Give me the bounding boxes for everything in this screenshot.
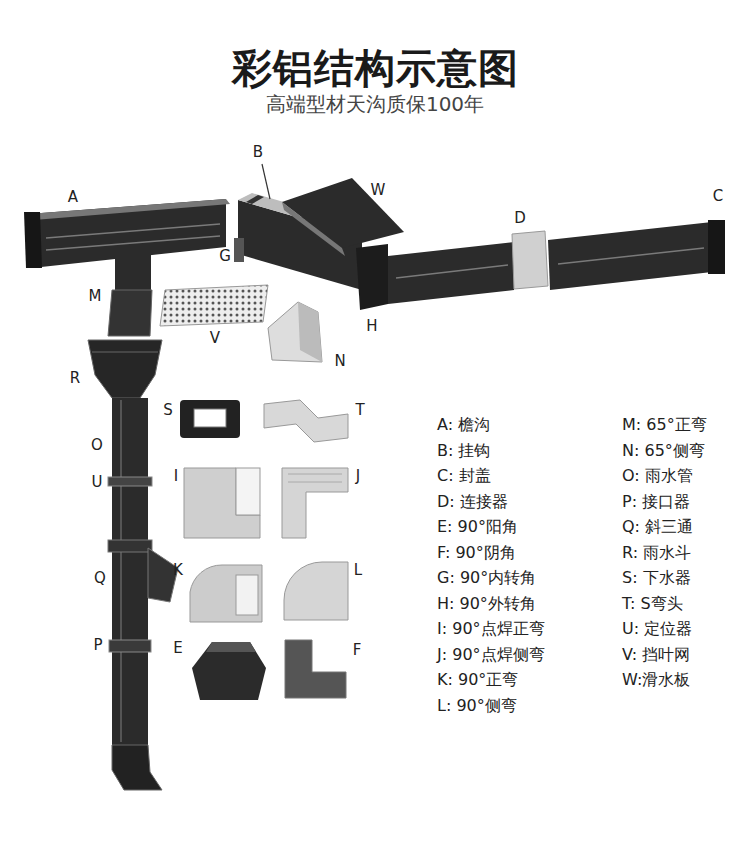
parts-key-entry: W:滑水板 (622, 670, 690, 689)
end-cap (24, 212, 42, 268)
drain-fitting (180, 400, 240, 438)
pipe-highlight (120, 400, 122, 742)
rain-hopper (88, 340, 162, 398)
inner-angle (285, 640, 346, 698)
callout-letter: I (174, 467, 178, 485)
outer-corner (356, 244, 388, 310)
end-cap (708, 220, 725, 274)
gutter-hook (246, 195, 264, 204)
parts-key-entry: K: 90°正弯 (437, 670, 518, 689)
hopper-edge (92, 352, 158, 353)
inner-corner (234, 238, 244, 262)
parts-key-entry: P: 接口器 (622, 492, 690, 511)
callout-letter: W (371, 181, 386, 199)
callout-letter: R (70, 369, 80, 387)
elbow-65 (108, 290, 152, 336)
drain-opening (194, 409, 226, 427)
bend-opening (236, 575, 258, 615)
pipe-outlet (112, 745, 162, 790)
parts-key-entry: E: 90°阳角 (437, 517, 518, 536)
parts-key-entry: J: 90°点焊侧弯 (437, 645, 545, 664)
parts-key-entry: I: 90°点焊正弯 (437, 619, 545, 638)
parts-key-entry: U: 定位器 (622, 619, 692, 638)
callout-letter: D (514, 209, 526, 227)
callout-letter: C (713, 187, 723, 205)
callout-letter: V (210, 329, 220, 347)
callout-letter: L (354, 561, 362, 579)
parts-key-entry: B: 挂钩 (437, 441, 490, 460)
gutter-groove (46, 224, 220, 238)
gutter-connector (512, 231, 548, 289)
gutter-lip (28, 199, 230, 220)
gutter-groove (558, 248, 704, 264)
parts-key-entry: Q: 斜三通 (622, 517, 693, 536)
callout-letter: P (93, 636, 102, 654)
callout-letter: M (89, 287, 102, 305)
callout-letter: T (355, 401, 364, 419)
parts-key-entry: R: 雨水斗 (622, 543, 691, 562)
leaf-guard (160, 285, 268, 326)
outer-angle (192, 642, 266, 700)
bend-90 (190, 565, 262, 622)
gutter-groove (46, 236, 220, 250)
pipe-joint (109, 640, 151, 652)
callout-letter: G (219, 247, 231, 265)
parts-key-entry: C: 封盖 (437, 466, 491, 485)
callout-letter: U (92, 473, 103, 491)
parts-key-entry: L: 90°侧弯 (437, 696, 517, 715)
tee-collar (108, 540, 152, 552)
gutter-groove (396, 265, 508, 278)
bend-opening (236, 468, 260, 515)
parts-key-entry: S: 下水器 (622, 568, 691, 587)
callout-letter: K (173, 561, 183, 579)
bend-stripe (288, 482, 342, 483)
callout-letter: E (173, 639, 182, 657)
parts-key-entry: N: 65°侧弯 (622, 441, 705, 460)
parts-key-entry: V: 挡叶网 (622, 645, 690, 664)
s-bend (264, 400, 348, 442)
pipe-positioner (108, 477, 152, 486)
welded-side-bend (282, 468, 348, 538)
diagram-title: 彩铝结构示意图 (232, 44, 519, 92)
subtitle: 高端型材天沟质保100年 (266, 92, 484, 116)
side-bend-90 (284, 562, 348, 620)
parts-key-entry: M: 65°正弯 (622, 415, 707, 434)
leader-line (262, 164, 270, 199)
callout-letter: H (366, 317, 377, 335)
parts-key-entry: G: 90°内转角 (437, 568, 536, 587)
side-bend-65 (268, 302, 322, 362)
callout-letter: F (353, 641, 362, 659)
callout-letter: Q (94, 569, 106, 587)
callout-letter: S (163, 401, 173, 419)
downpipe (112, 398, 148, 745)
parts-key-entry: A: 檐沟 (437, 415, 490, 434)
angle-top (206, 642, 256, 652)
eaves-gutter (548, 222, 712, 290)
parts-key-entry: H: 90°外转角 (437, 594, 536, 613)
parts-key-entry: O: 雨水管 (622, 466, 693, 485)
bend-stripe (288, 474, 342, 475)
parts-key-entry: F: 90°阴角 (437, 543, 516, 562)
callout-letter: O (91, 436, 103, 454)
board-edge (282, 202, 345, 256)
parts-key-entry: D: 连接器 (437, 492, 508, 511)
slide-board (282, 178, 404, 248)
welded-bend (184, 468, 260, 538)
callout-letter: J (356, 467, 360, 485)
callout-letter: B (253, 143, 263, 161)
parts-key-entry: T: S弯头 (622, 594, 683, 613)
callout-letter: N (334, 352, 345, 370)
eaves-gutter (388, 242, 514, 304)
callout-letter: A (68, 188, 78, 206)
bend-face (298, 302, 322, 362)
gutter-outlet (115, 255, 151, 291)
